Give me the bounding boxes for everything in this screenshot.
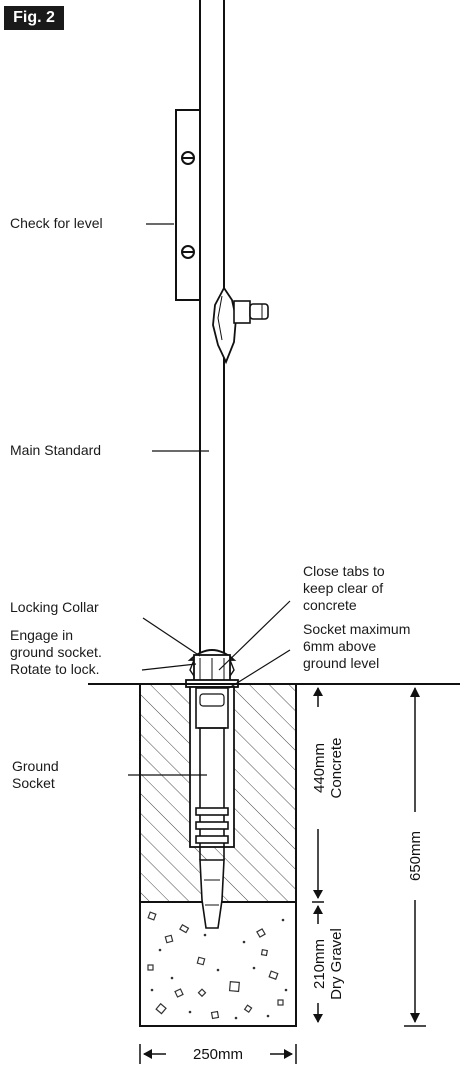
label-socket-max: Socket maximum 6mm above ground level	[303, 621, 410, 672]
label-socket-max-line-2: 6mm above	[303, 638, 377, 654]
dim-650-label: 650mm	[407, 831, 424, 881]
label-close-tabs: Close tabs to keep clear of concrete	[303, 563, 385, 614]
label-ground-socket-line-2: Socket	[12, 775, 55, 791]
ground-socket	[185, 679, 239, 929]
label-locking-collar: Locking Collar	[10, 599, 99, 615]
dim-250-label: 250mm	[193, 1046, 243, 1063]
label-check-level: Check for level	[10, 215, 103, 231]
label-close-tabs-line-3: concrete	[303, 597, 357, 613]
dim-210-label: 210mm	[311, 939, 328, 989]
label-engage: Engage in ground socket. Rotate to lock.	[10, 627, 102, 678]
label-socket-max-line-3: ground level	[303, 655, 380, 671]
label-close-tabs-line-1: Close tabs to	[303, 563, 385, 579]
label-engage-line-2: ground socket.	[10, 644, 102, 660]
spirit-level	[175, 109, 201, 301]
dim-gravel-label: Dry Gravel	[328, 928, 345, 1000]
label-engage-line-1: Engage in	[10, 627, 74, 643]
locking-collar	[187, 649, 237, 682]
label-socket-max-line-1: Socket maximum	[303, 621, 411, 637]
label-close-tabs-line-2: keep clear of	[303, 580, 384, 596]
dim-concrete-label: Concrete	[328, 738, 345, 799]
label-ground-socket: Ground Socket	[12, 758, 59, 792]
figure-label: Fig. 2	[4, 6, 64, 30]
label-engage-line-3: Rotate to lock.	[10, 661, 100, 677]
label-main-standard: Main Standard	[10, 442, 102, 458]
leader-lines	[128, 223, 291, 776]
dimension-arrows	[139, 683, 426, 1064]
dim-440-label: 440mm	[311, 743, 328, 793]
side-bracket	[212, 286, 269, 365]
label-ground-socket-line-1: Ground	[12, 758, 59, 774]
